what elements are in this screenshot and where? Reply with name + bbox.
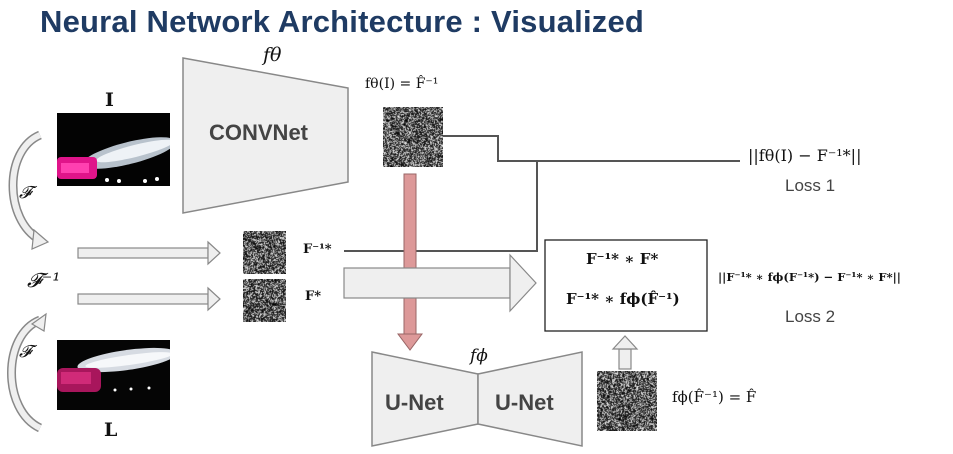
unet-right-block [477,351,583,447]
label-f-phi: fϕ [470,346,488,366]
loss2-expression: ||F⁻¹* ∗ fϕ(F⁻¹*) − F⁻¹* ∗ F*|| [718,270,901,284]
loss1-label: Loss 1 [785,176,836,195]
formula-box [544,239,708,332]
label-image-i: I [105,89,114,111]
ftheta-equation: fθ(I) = F̂⁻¹ [365,76,439,92]
arrow-right-icon [77,286,221,312]
formula-box-line2: F⁻¹* ∗ fϕ(F̂⁻¹) [566,290,680,308]
label-finv-star: F⁻¹* [303,242,332,257]
loss1-connector [443,135,740,162]
fphi-equation: fϕ(F̂⁻¹) = F̂ [672,388,757,406]
label-fourier-bottom: 𝓕 [19,342,32,362]
label-image-l [57,340,170,410]
curved-arrow-icon [8,130,50,250]
unet-left-label: U-Net [385,390,444,415]
page-title: Neural Network Architecture : Visualized [40,4,645,39]
arrow-up-icon [611,335,639,370]
loss1-expression: ||fθ(I) − F⁻¹*|| [748,146,862,165]
noise-image-f-star [243,279,286,322]
unet-right-label: U-Net [495,390,554,415]
input-image-i [57,113,170,186]
noise-image-finv-star [243,231,286,274]
convnet-label: CONVNet [209,120,309,145]
label-inverse-fourier: 𝓕⁻¹ [27,268,61,292]
arrow-right-icon [77,240,221,266]
arrow-right-icon [343,253,537,313]
loss2-label: Loss 2 [785,307,836,326]
convnet-block [182,57,349,214]
label-fourier-top: 𝓕 [19,183,32,203]
curved-arrow-icon [7,312,47,433]
noise-image-ftheta-output [383,107,443,167]
label-f-star: F* [305,289,322,304]
arrow-down-icon [397,173,423,351]
label-image-l: L [104,419,118,441]
label-f-theta: fθ [263,44,282,66]
noise-image-unet-output [597,371,657,431]
finv-connector [344,161,538,252]
formula-box-line1: F⁻¹* ∗ F* [586,250,659,268]
